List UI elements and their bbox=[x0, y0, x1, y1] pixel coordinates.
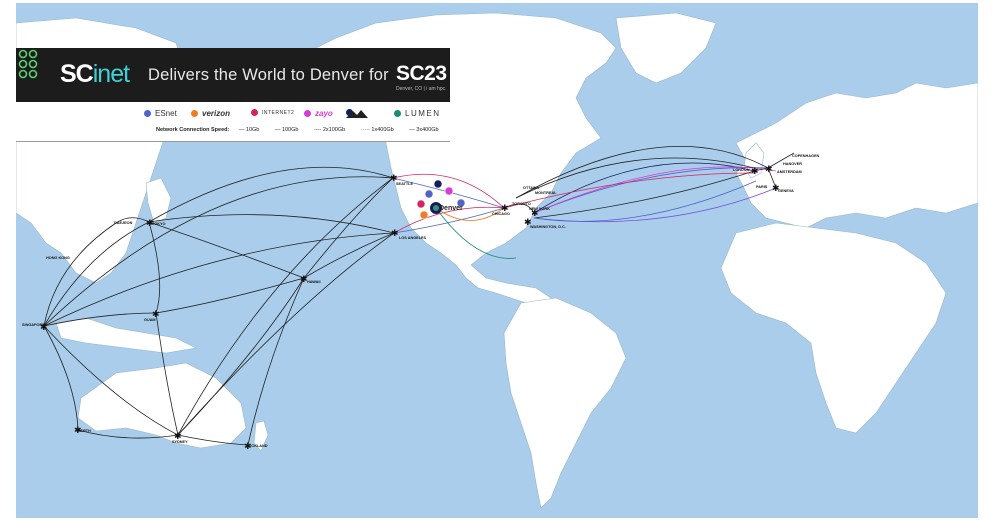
denver-label: Denver bbox=[439, 205, 463, 212]
sydney-marker: ✱ bbox=[174, 432, 182, 442]
washington-marker: ✱ bbox=[524, 218, 532, 228]
city-label-los-angeles: LOS ANGELES bbox=[399, 236, 427, 240]
legend-lumen: LUMEN bbox=[394, 109, 441, 118]
sc23-flower-icon bbox=[18, 49, 38, 79]
city-markers: ✱ ✱ ✱ ✱ ✱ ✱ ✱ ✱ ✱ ✱ ✱ ✱ ✱ ✱ ✱ bbox=[40, 165, 780, 452]
auckland-marker: ✱ bbox=[244, 442, 252, 452]
network-map: ✱ ✱ ✱ ✱ ✱ ✱ ✱ ✱ ✱ ✱ ✱ ✱ ✱ ✱ ✱ bbox=[16, 3, 978, 518]
perth-marker: ✱ bbox=[74, 426, 82, 436]
city-label-perth: PERTH bbox=[78, 429, 91, 433]
scinet-logo: SCinet bbox=[60, 60, 130, 88]
city-label-guam: GUAM bbox=[144, 318, 156, 322]
sc23-subtitle: Denver, CO | i am hpc. bbox=[396, 86, 447, 92]
banner-tagline: Delivers the World to Denver for bbox=[148, 66, 389, 84]
city-label-seattle: SEATTLE bbox=[396, 182, 414, 186]
legend-verizon: verizon bbox=[191, 109, 230, 118]
greenland-land bbox=[615, 12, 717, 84]
geneva-marker: ✱ bbox=[772, 184, 780, 194]
city-label-geneva: GENEVA bbox=[778, 189, 794, 193]
city-label-auckland: AUCKLAND bbox=[246, 444, 268, 448]
city-label-new-york: NEW YORK bbox=[529, 207, 550, 211]
legend-internet2: INTERNET2 bbox=[251, 109, 294, 116]
south-america-land bbox=[503, 297, 627, 509]
denver-cluster bbox=[416, 179, 466, 220]
speed-legend: Network Connection Speed: — 10Gb — 100Gb… bbox=[156, 127, 439, 133]
mountain-logo-icon bbox=[346, 110, 368, 118]
city-label-paris: PARIS bbox=[756, 185, 768, 189]
world-map: ✱ ✱ ✱ ✱ ✱ ✱ ✱ ✱ ✱ ✱ ✱ ✱ ✱ ✱ ✱ bbox=[16, 12, 978, 509]
city-label-toronto: TORONTO bbox=[512, 202, 531, 206]
city-label-hawaii: HAWAII bbox=[307, 280, 321, 284]
connections bbox=[43, 146, 795, 446]
chicago-marker: ✱ bbox=[501, 204, 509, 214]
new-york-marker: ✱ bbox=[531, 209, 539, 219]
sc23-title: SC23 bbox=[396, 62, 447, 85]
amsterdam-marker: ✱ bbox=[765, 165, 773, 175]
legend-esnet: ESnet bbox=[144, 109, 177, 118]
uk-land bbox=[743, 142, 765, 179]
city-label-london: LONDON bbox=[733, 168, 750, 172]
london-marker: ✱ bbox=[751, 167, 759, 177]
japan-land bbox=[145, 177, 172, 224]
land-masses bbox=[16, 12, 978, 509]
city-label-copenhagen: COPENHAGEN bbox=[792, 154, 820, 158]
city-label-amsterdam: AMSTERDAM bbox=[777, 170, 802, 174]
city-label-hanover: HANOVER bbox=[783, 162, 802, 166]
city-label-chicago: CHICAGO bbox=[492, 212, 510, 216]
europe-land bbox=[735, 82, 978, 229]
australia-land bbox=[77, 362, 247, 449]
title-banner: SCinet Delivers the World to Denver for … bbox=[16, 48, 450, 102]
indonesia-land bbox=[55, 317, 197, 354]
city-label-hong-kong: HONG KONG bbox=[46, 256, 70, 260]
city-label-daejeon: DAEJEON bbox=[114, 221, 133, 225]
legend-network-logo bbox=[346, 109, 368, 118]
city-label-washington: WASHINGTON, D.C. bbox=[530, 225, 566, 229]
city-label-ottawa: OTTAWA bbox=[523, 186, 539, 190]
guam-marker: ✱ bbox=[152, 310, 160, 320]
city-label-singapore: SINGAPORE bbox=[22, 323, 45, 327]
seattle-marker: ✱ bbox=[390, 174, 398, 184]
hawaii-marker: ✱ bbox=[300, 275, 308, 285]
africa-land bbox=[720, 222, 947, 434]
tokyo-marker: ✱ bbox=[146, 219, 154, 229]
city-label-sydney: SYDNEY bbox=[172, 440, 188, 444]
singapore-marker: ✱ bbox=[40, 323, 48, 333]
city-label-montreal: MONTREAL bbox=[535, 191, 557, 195]
new-zealand-land bbox=[253, 420, 269, 452]
city-label-tokyo: TOKYO bbox=[152, 222, 166, 226]
legend: ESnet verizon INTERNET2 zayo LUMEN Netwo… bbox=[16, 102, 450, 142]
legend-zayo: zayo bbox=[304, 109, 333, 118]
los-angeles-marker: ✱ bbox=[391, 229, 399, 239]
